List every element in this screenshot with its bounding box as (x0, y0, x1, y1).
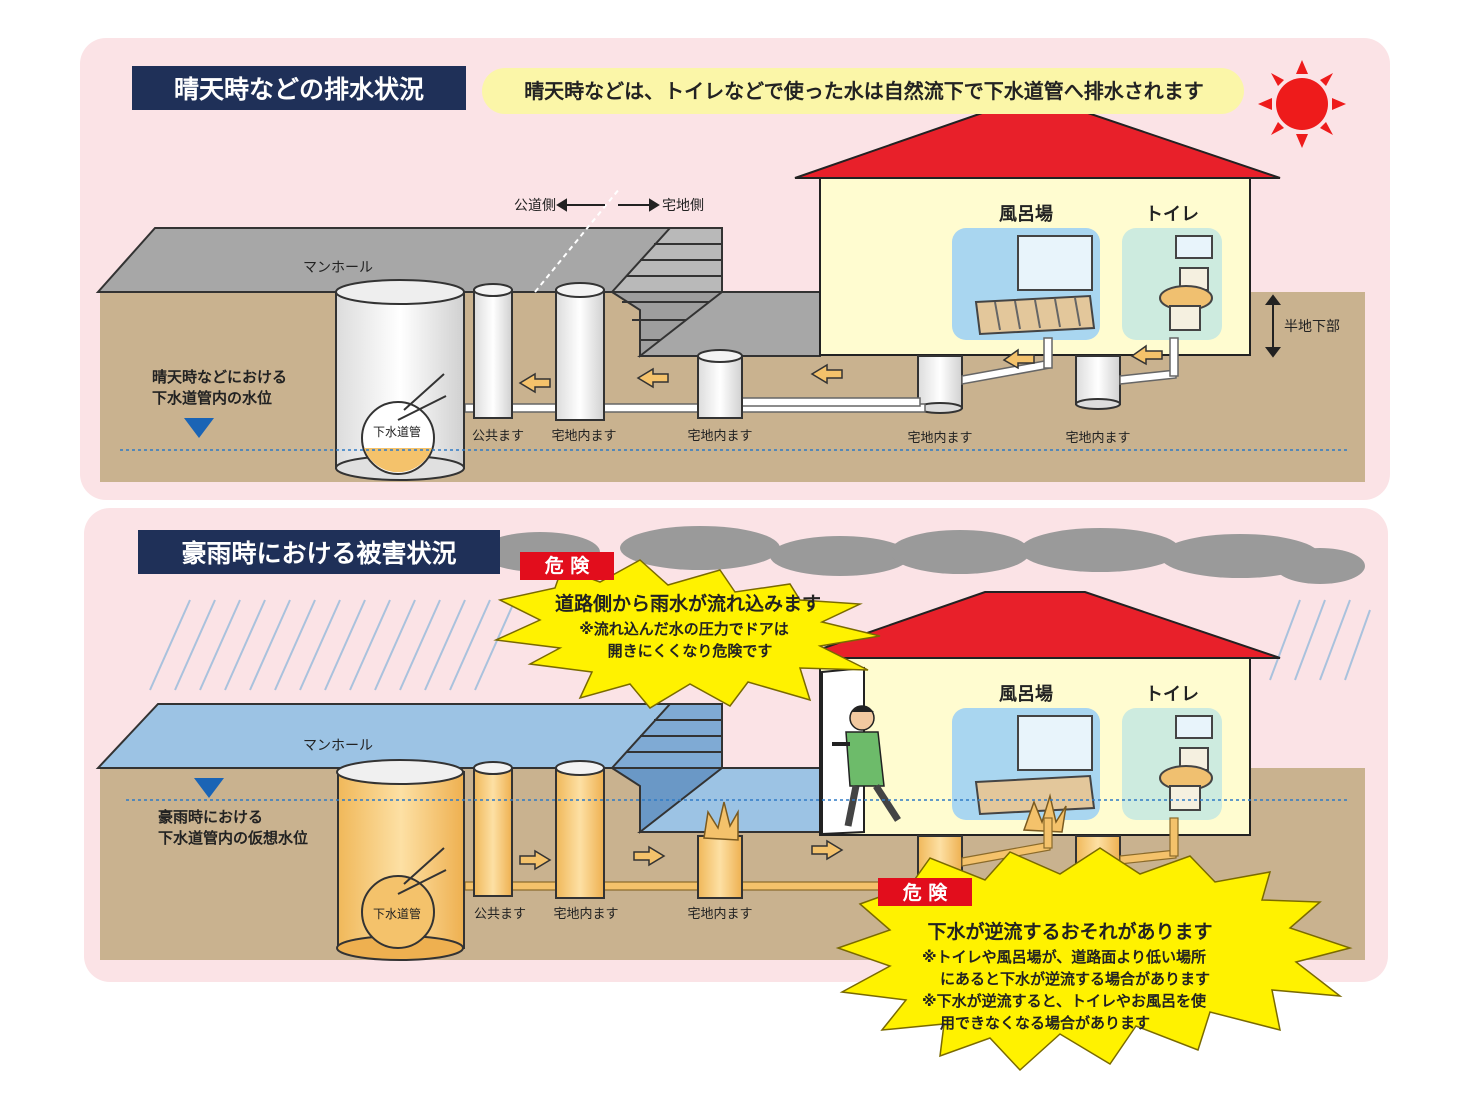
danger-2-note-1a: ※トイレや風呂場が、道路面より低い場所 (922, 948, 1206, 966)
danger-1-note-1: ※流れ込んだ水の圧力でドアは (579, 620, 789, 638)
public-side-label: 公道側 (514, 198, 556, 214)
danger-tag-2-text: 危 険 (903, 881, 949, 904)
semi-basement-label: 半地下部 (1284, 319, 1340, 335)
overflow-splash (703, 801, 739, 841)
manhole-bottom (336, 759, 465, 961)
sewer-pipe-label-bottom: 下水道管 (373, 906, 421, 921)
water-level-label-2: 下水道管内の水位 (152, 389, 272, 407)
top-panel (80, 38, 1390, 500)
private-basin-label-1: 宅地内ます (551, 428, 616, 444)
bathtub (974, 294, 1096, 336)
public-basin-label: 公共ます (472, 429, 524, 444)
virtual-level-label-1: 豪雨時における (158, 808, 263, 826)
manhole (335, 279, 465, 481)
boundary-line (534, 187, 621, 293)
sun-icon (1258, 60, 1346, 148)
water-level-label-1: 晴天時などにおける (152, 368, 287, 386)
virtual-level-label-2: 下水道管内の仮想水位 (158, 829, 308, 847)
house-roof-bottom (794, 591, 1281, 659)
title-box-bottom (138, 530, 500, 574)
semi-basement-arrow (1265, 294, 1281, 358)
danger-2-headline: 下水が逆流するおそれがあります (927, 920, 1212, 943)
danger-2-note-1b: にあると下水が逆流する場合があります (940, 970, 1210, 988)
flooded-road (95, 703, 671, 769)
private-basin-label-4: 宅地内ます (1065, 430, 1130, 446)
basins-left (473, 282, 743, 421)
basins-left-bottom (473, 760, 743, 899)
danger-2-note-2b: 用できなくなる場合があります (940, 1014, 1150, 1032)
danger-tag-1 (520, 552, 614, 580)
house-basins (917, 355, 1121, 414)
sewer-pipe-label: 下水道管 (373, 424, 421, 439)
public-basin-label-bottom: 公共ます (474, 907, 526, 922)
danger-1-note-2: 開きにくくなり危険です (608, 642, 773, 660)
toilet-label-bottom: トイレ (1145, 684, 1199, 705)
backflow-splash (1022, 793, 1067, 833)
person-pushing-door (832, 705, 901, 827)
bottom-title: 豪雨時における被害状況 (181, 539, 456, 568)
toilet-label: トイレ (1145, 204, 1199, 225)
private-basin-label-3: 宅地内ます (907, 430, 972, 446)
private-basin-label-bottom-1: 宅地内ます (553, 906, 618, 922)
danger-tag-2 (878, 878, 972, 906)
reverse-flow-arrows (519, 839, 844, 871)
side-arrows (556, 198, 660, 212)
private-basin-label-bottom-2: 宅地内ます (687, 906, 752, 922)
caption-box (482, 68, 1244, 114)
title-box-top (132, 66, 466, 110)
danger-2-note-2a: ※下水が逆流すると、トイレやお風呂を使 (922, 992, 1207, 1010)
top-title: 晴天時などの排水状況 (174, 75, 424, 104)
private-side-label: 宅地側 (662, 198, 704, 214)
danger-tag-1-text: 危 険 (545, 554, 591, 577)
bottom-panel (84, 508, 1388, 1072)
private-basin-label-2: 宅地内ます (687, 428, 752, 444)
bath-label-bottom: 風呂場 (999, 684, 1053, 705)
bath-label: 風呂場 (999, 204, 1053, 225)
manhole-label-bottom: マンホール (303, 738, 373, 754)
virtual-water-level-marker (194, 778, 224, 798)
danger-1-headline: 道路側から雨水が流れ込みます (555, 592, 821, 615)
flow-arrows (518, 344, 1163, 394)
danger-burst-1 (493, 559, 881, 709)
water-level-marker (184, 418, 214, 438)
top-caption: 晴天時などは、トイレなどで使った水は自然流下で下水道管へ排水されます (524, 79, 1204, 103)
rain (149, 599, 1371, 691)
manhole-label: マンホール (303, 260, 373, 276)
